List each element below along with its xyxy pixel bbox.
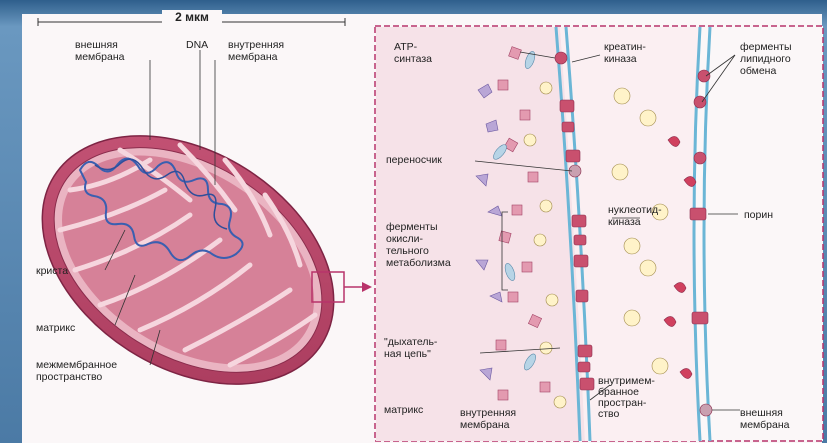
scale-label: 2 мкм xyxy=(175,10,209,24)
label-dna: DNA xyxy=(186,39,208,51)
label-creatine-kinase-2: киназа xyxy=(604,53,637,65)
label-lipid-enzymes-2: липидного xyxy=(740,53,791,65)
label-creatine-kinase-1: креатин- xyxy=(604,41,646,53)
label-inner-membrane-right-1: внутренняя xyxy=(460,407,516,419)
label-carrier: переносчик xyxy=(386,154,442,166)
label-outer-membrane-right-1: внешняя xyxy=(740,407,783,419)
label-outer-membrane-1: внешняя xyxy=(75,39,118,51)
label-inner-membrane-right-2: мембрана xyxy=(460,419,510,431)
label-atp-synthase-1: ATP- xyxy=(394,41,418,53)
label-inner-membrane-2: мембрана xyxy=(228,51,278,63)
label-matrix-right: матрикс xyxy=(384,404,423,416)
label-outer-membrane-2: мембрана xyxy=(75,51,125,63)
label-outer-membrane-right-2: мембрана xyxy=(740,419,790,431)
scale-bar: 2 мкм xyxy=(38,10,345,26)
label-matrix: матрикс xyxy=(36,322,75,334)
label-porin: порин xyxy=(744,209,773,221)
label-lipid-enzymes-3: обмена xyxy=(740,65,776,77)
label-atp-synthase-2: синтаза xyxy=(394,53,432,65)
label-respiratory-1: "дыхатель- xyxy=(384,336,438,348)
label-respiratory-2: ная цепь" xyxy=(384,348,431,360)
label-lipid-enzymes-1: ферменты xyxy=(740,41,792,53)
label-intermembrane-2: пространство xyxy=(36,371,102,383)
label-nucleotide-kinase-1: нуклеотид- xyxy=(608,204,662,216)
label-crista: криста xyxy=(36,265,68,277)
label-oxidative-1: ферменты xyxy=(386,221,438,233)
label-intermembrane-1: межмембранное xyxy=(36,359,117,371)
label-intermembrane-right-4: ство xyxy=(598,408,620,420)
label-inner-membrane-1: внутренняя xyxy=(228,39,284,51)
label-nucleotide-kinase-2: киназа xyxy=(608,216,641,228)
label-oxidative-4: метаболизма xyxy=(386,257,451,269)
label-oxidative-2: окисли- xyxy=(386,233,424,245)
label-oxidative-3: тельного xyxy=(386,245,429,257)
svg-text:"дыхатель-ная цепь": "дыхатель-ная цепь" xyxy=(384,336,438,360)
